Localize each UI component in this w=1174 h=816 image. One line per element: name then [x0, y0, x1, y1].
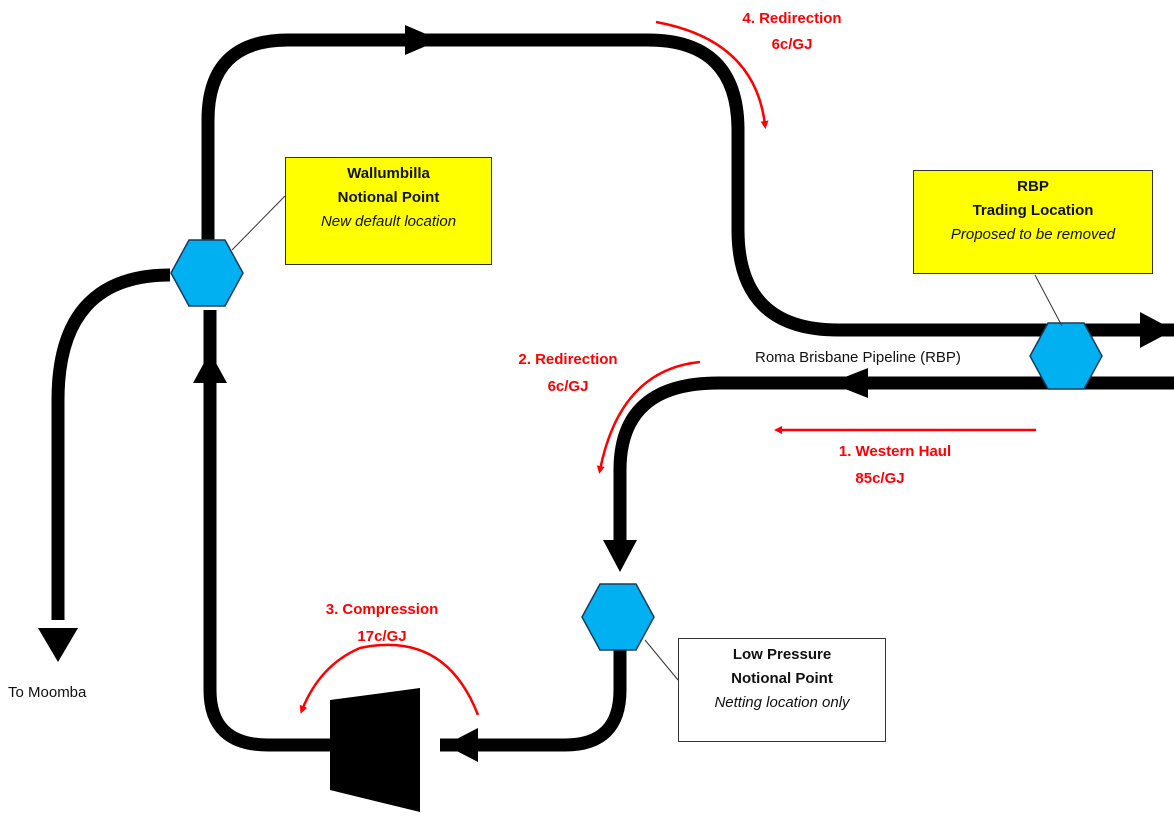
low-pressure-callout: Low Pressure Notional Point Netting loca… [678, 638, 886, 742]
hexagon-node-icon[interactable] [581, 583, 655, 651]
charge-3-name: 3. Compression [326, 601, 439, 618]
pipe-top-loop [201, 33, 1174, 337]
pipe-rbp-westbound [613, 376, 1174, 560]
pipeline-label: Roma Brisbane Pipeline (RBP) [755, 349, 961, 366]
rbp-note: Proposed to be removed [950, 226, 1116, 243]
flow-arrow-icon [193, 352, 227, 383]
flow-arrow-icon [38, 628, 78, 662]
charge-4-name: 4. Redirection [742, 10, 841, 27]
rbp-callout: RBP Trading Location Proposed to be remo… [913, 170, 1153, 274]
pipe-to-moomba [51, 268, 171, 620]
moomba-label: To Moomba [8, 684, 87, 701]
wallumbilla-subtitle: Notional Point [337, 189, 440, 206]
hexagon-node-icon[interactable] [1029, 322, 1103, 390]
flow-arrow-icon [405, 25, 440, 55]
low-pressure-note: Netting location only [714, 694, 850, 711]
pipe-compressor-to-wallumbilla [203, 310, 330, 752]
callout-leaders [231, 195, 1063, 681]
charge-3-rate: 17c/GJ [357, 628, 406, 645]
flow-arrow-icon [1140, 312, 1174, 348]
low-pressure-title: Low Pressure [732, 646, 832, 663]
charge-arrow-compression [299, 643, 480, 716]
wallumbilla-note: New default location [320, 213, 457, 230]
pipes [51, 33, 1174, 752]
flow-arrows [38, 25, 1174, 762]
wallumbilla-callout: Wallumbilla Notional Point New default l… [285, 157, 492, 265]
flow-arrow-icon [445, 728, 478, 762]
wallumbilla-title: Wallumbilla [347, 165, 430, 182]
pipe-low-pressure-to-compressor [440, 640, 627, 752]
charge-4-rate: 6c/GJ [772, 36, 813, 53]
charge-2-name: 2. Redirection [518, 351, 617, 368]
charge-2-rate: 6c/GJ [548, 378, 589, 395]
flow-arrow-icon [603, 540, 637, 572]
compressor-icon [330, 688, 420, 812]
rbp-title: RBP [1017, 178, 1049, 195]
charge-arrow-redirection-2 [596, 360, 701, 474]
rbp-subtitle: Trading Location [972, 202, 1094, 219]
flow-arrow-icon [830, 368, 868, 398]
charge-1-name: 1. Western Haul [839, 443, 951, 460]
charge-arrows [299, 20, 1036, 716]
hexagon-node-icon[interactable] [170, 239, 244, 307]
nodes [170, 239, 1103, 651]
low-pressure-subtitle: Notional Point [731, 670, 833, 687]
charge-1-rate: 85c/GJ [855, 470, 904, 487]
charge-arrow-redirection-4 [655, 20, 769, 129]
